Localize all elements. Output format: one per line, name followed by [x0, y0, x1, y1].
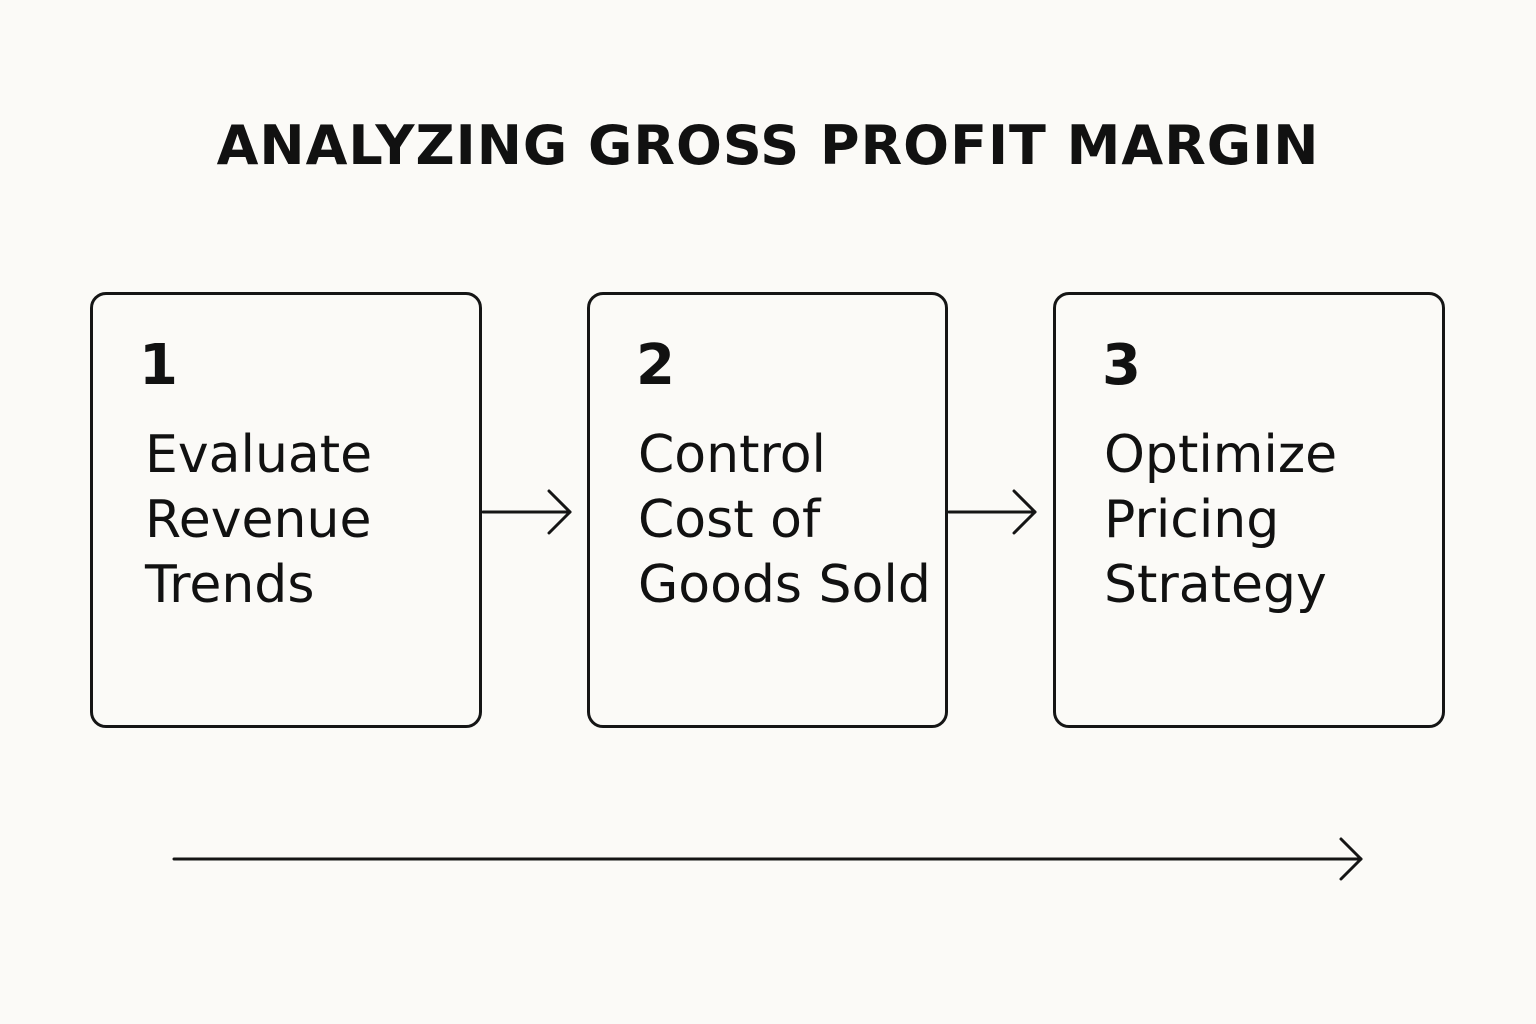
step-1-box: 1 Evaluate Revenue Trends: [90, 292, 482, 728]
step-2-number: 2: [636, 333, 675, 398]
step-2-box: 2 Control Cost of Goods Sold: [587, 292, 948, 728]
step-3-box: 3 Optimize Pricing Strategy: [1053, 292, 1445, 728]
step-1-label: Evaluate Revenue Trends: [145, 425, 373, 615]
diagram-title: ANALYZING GROSS PROFIT MARGIN: [216, 114, 1320, 177]
step-3-number: 3: [1102, 333, 1141, 398]
arrow-step2-to-step3: [947, 489, 1037, 535]
step-3-label: Optimize Pricing Strategy: [1104, 425, 1338, 615]
progress-timeline-arrow: [172, 837, 1363, 881]
step-1-number: 1: [139, 333, 178, 398]
arrow-step1-to-step2: [481, 489, 572, 535]
step-2-label: Control Cost of Goods Sold: [638, 425, 931, 615]
